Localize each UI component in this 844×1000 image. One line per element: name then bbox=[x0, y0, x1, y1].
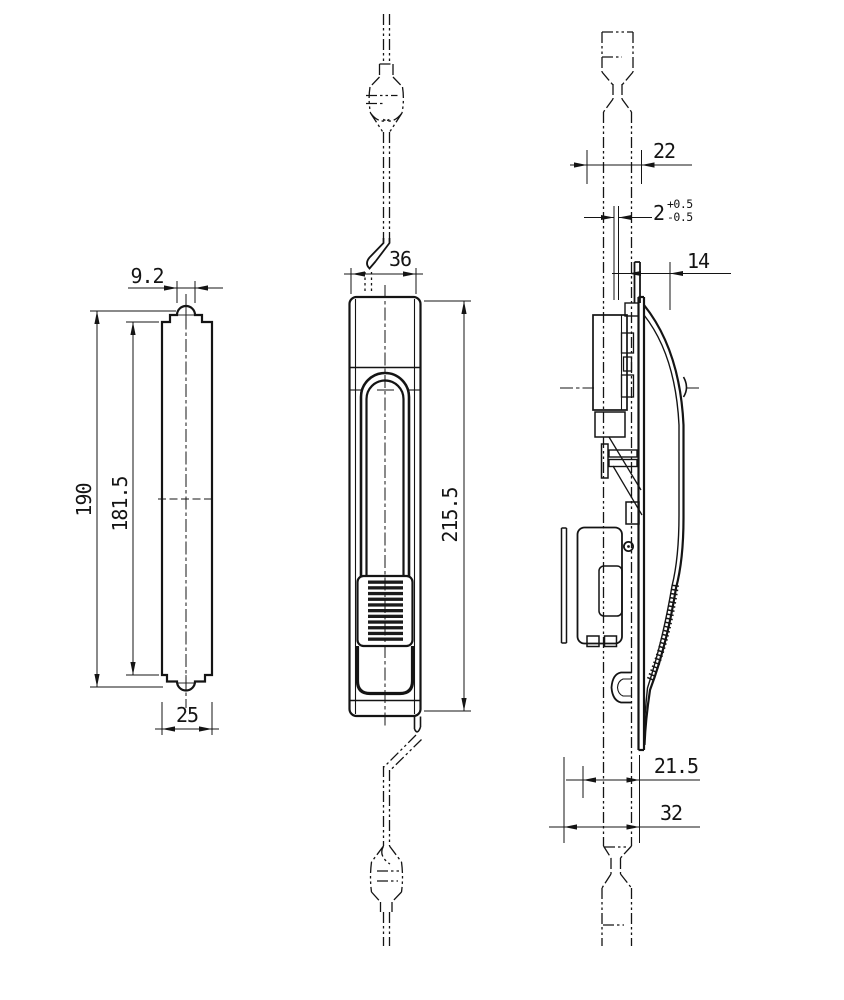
rear-rail bbox=[560, 527, 568, 644]
mechanism bbox=[560, 314, 643, 704]
side-lower-guide bbox=[601, 845, 633, 946]
dim-label-body-depth: 21.5 bbox=[654, 754, 698, 778]
lower-rod bbox=[369, 716, 422, 946]
lower-rod-guide bbox=[369, 845, 404, 912]
dim-body-depth: 21.5 bbox=[566, 754, 700, 843]
latch-nib bbox=[682, 376, 688, 398]
dim-overall-depth: 32 bbox=[549, 757, 700, 843]
dim-label-overall-depth: 32 bbox=[660, 801, 682, 825]
dim-body-width: 36 bbox=[344, 247, 423, 294]
side-upper-guide bbox=[601, 31, 634, 113]
dim-label-adjustment-tol-minus: -0.5 bbox=[667, 210, 693, 224]
handle-arch-outer bbox=[359, 371, 411, 576]
rivet bbox=[623, 541, 635, 553]
dim-label-adjustment: 2 bbox=[653, 201, 664, 225]
dim-adjustment: 2 +0.5 -0.5 bbox=[584, 197, 693, 300]
dim-label-plate-length: 181.5 bbox=[108, 476, 132, 531]
plate-centerlines bbox=[158, 294, 214, 708]
upper-rod-end bbox=[364, 238, 391, 293]
upper-latch-block bbox=[592, 314, 628, 411]
dim-label-overall-length: 190 bbox=[72, 483, 96, 516]
dim-plate-width: 25 bbox=[155, 702, 219, 735]
dim-tab-width: 9.2 bbox=[128, 264, 223, 303]
dim-overall-length: 190 bbox=[72, 310, 176, 688]
dim-label-tab-width: 9.2 bbox=[130, 264, 163, 288]
dim-label-adjustment-tol-plus: +0.5 bbox=[667, 197, 693, 211]
dim-plate-length: 181.5 bbox=[108, 321, 159, 676]
dim-label-top-projection: 14 bbox=[687, 249, 710, 273]
left-view: 9.2 190 181.5 25 bbox=[72, 264, 223, 735]
bulge-outer bbox=[643, 304, 685, 746]
bottom-knob bbox=[610, 671, 632, 704]
dim-label-body-width: 36 bbox=[389, 247, 411, 271]
dim-label-top-depth: 22 bbox=[653, 139, 675, 163]
dim-label-overall-height: 215.5 bbox=[438, 487, 462, 542]
side-rod-phantom bbox=[601, 31, 634, 946]
housing-profile bbox=[643, 304, 688, 746]
upper-rod-guide bbox=[368, 63, 405, 132]
side-view: 22 2 +0.5 -0.5 14 21.5 bbox=[549, 31, 731, 946]
dim-label-plate-width: 25 bbox=[176, 703, 198, 727]
dim-top-depth: 22 bbox=[570, 139, 692, 184]
housing-inner-lines bbox=[349, 299, 421, 714]
dim-overall-height: 215.5 bbox=[424, 300, 471, 712]
front-view: 36 215.5 bbox=[344, 14, 471, 946]
plate-outline bbox=[160, 304, 214, 692]
dim-top-projection: 14 bbox=[612, 249, 731, 310]
upper-rod-phantom bbox=[366, 14, 405, 238]
top-striker-tab bbox=[624, 261, 641, 317]
